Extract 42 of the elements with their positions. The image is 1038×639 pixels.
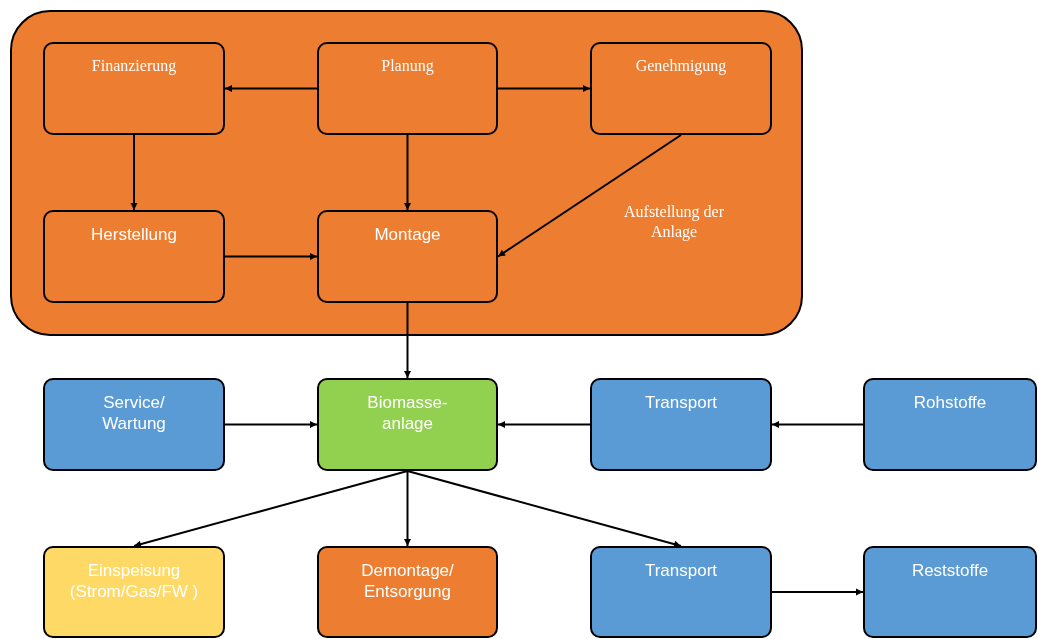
arrow (406, 470, 682, 548)
box-label: Einspeisung (Strom/Gas/FW ) (68, 560, 200, 603)
process-box (317, 210, 498, 303)
process-box (590, 546, 772, 638)
arrow (404, 470, 411, 547)
process-box (863, 378, 1037, 471)
arrow (130, 134, 138, 211)
group-box (10, 10, 803, 336)
arrow (497, 421, 591, 428)
arrow (404, 134, 411, 211)
process-box (590, 378, 772, 471)
arrow (224, 421, 318, 428)
process-box (863, 546, 1037, 638)
box-label: Rohstoffe (912, 392, 988, 414)
arrow (224, 85, 318, 92)
process-box (43, 546, 225, 638)
box-label: Herstellung (90, 224, 178, 246)
box-label: Service/ Wartung (101, 392, 167, 435)
box-label: Transport (643, 392, 719, 414)
box-label: Planung (380, 56, 435, 76)
box-label: Aufstellung der Anlage (623, 202, 725, 242)
process-box (43, 210, 225, 303)
box-label: Transport (643, 560, 719, 582)
arrow (133, 470, 409, 548)
process-box (43, 378, 225, 471)
box-label: Reststoffe (910, 560, 990, 582)
arrow (404, 302, 411, 379)
process-box (590, 42, 772, 135)
process-box (43, 42, 225, 135)
arrow (497, 85, 591, 92)
process-box (317, 42, 498, 135)
arrow (497, 134, 682, 258)
arrow (771, 588, 864, 596)
box-label: Biomasse- anlage (366, 392, 449, 435)
box-label: Finanzierung (90, 56, 178, 76)
box-label: Demontage/ Entsorgung (360, 560, 455, 603)
arrow (771, 421, 864, 428)
box-label: Montage (373, 224, 442, 246)
process-box (317, 546, 498, 638)
process-box (317, 378, 498, 471)
arrow (224, 253, 318, 260)
box-label: Genehmigung (634, 56, 728, 76)
